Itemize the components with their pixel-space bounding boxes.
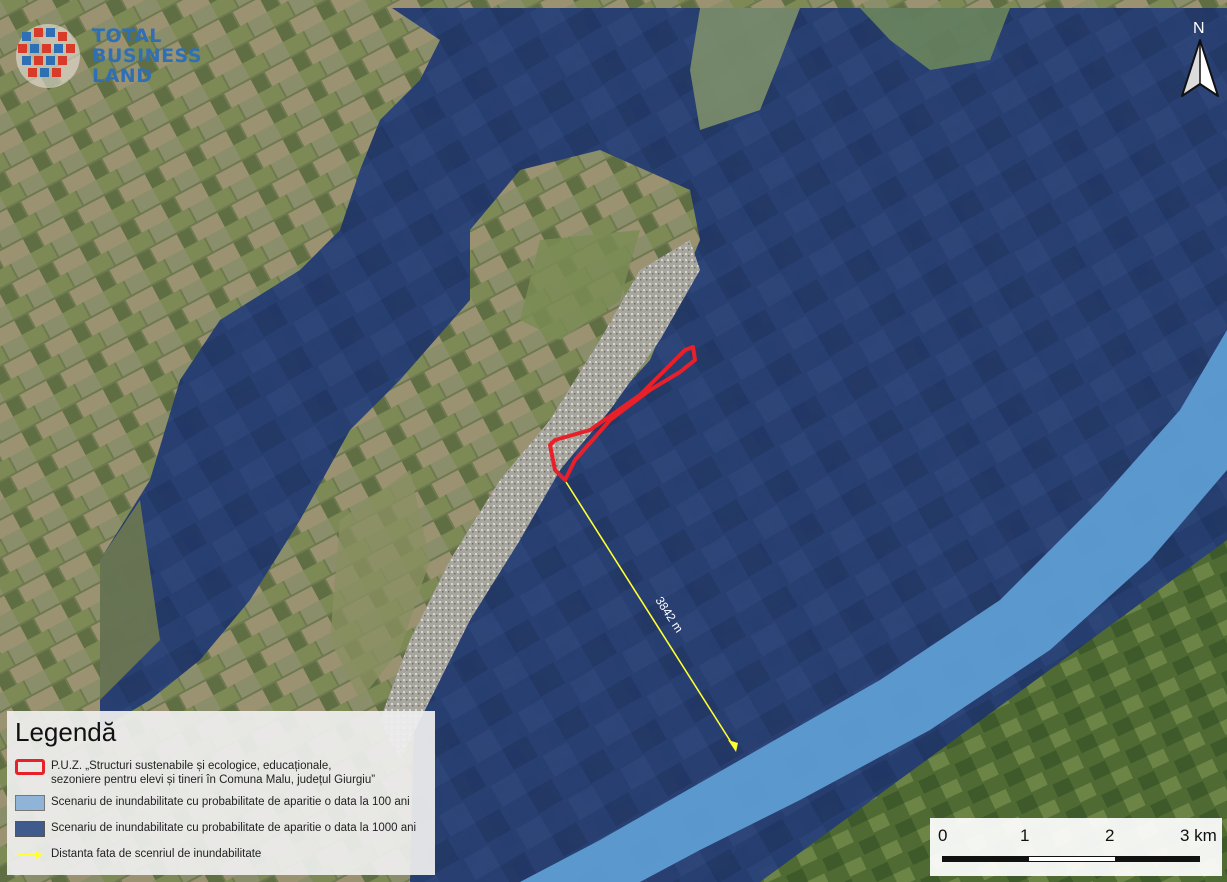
brand-line-2: BUSINESS xyxy=(92,45,203,67)
scale-label-1: 1 xyxy=(1020,826,1030,845)
land-west-strip xyxy=(100,500,160,700)
north-arrow-icon xyxy=(1181,39,1219,97)
village-fields xyxy=(520,230,640,340)
north-label: N xyxy=(1193,20,1205,37)
legend-item-distance: Distanta fata de scenriul de inundabilit… xyxy=(15,847,261,863)
logo-mark-icon xyxy=(16,24,80,88)
flood-zone-100 xyxy=(520,330,1227,882)
scale-track xyxy=(942,856,1200,862)
scale-label-3: 3 km xyxy=(1180,826,1217,845)
legend-title: Legendă xyxy=(15,717,117,747)
legend-label: Distanta fata de scenriul de inundabilit… xyxy=(51,848,262,860)
scale-segment xyxy=(1029,857,1115,861)
puz-outline-swatch-icon xyxy=(15,759,45,775)
scale-bar: 0 1 2 3 km xyxy=(930,818,1222,876)
legend-item-flood-1000: Scenariu de inundabilitate cu probabilit… xyxy=(15,821,416,837)
scale-segment xyxy=(1115,857,1199,861)
map-legend: Legendă P.U.Z. „Structuri sustenabile și… xyxy=(7,711,435,875)
flood-1000-swatch-icon xyxy=(15,821,45,837)
scale-segment xyxy=(943,857,1029,861)
distance-arrowhead xyxy=(728,740,738,752)
puz-outline xyxy=(548,345,697,482)
legend-item-puz: P.U.Z. „Structuri sustenabile și ecologi… xyxy=(15,759,375,787)
brand-line-3: LAND xyxy=(92,65,153,87)
scale-label-2: 2 xyxy=(1105,826,1115,845)
brand-logo xyxy=(8,18,208,90)
legend-item-flood-100: Scenariu de inundabilitate cu probabilit… xyxy=(15,795,410,811)
legend-label: Scenariu de inundabilitate cu probabilit… xyxy=(51,822,417,834)
brand-name: TOTAL BUSINESS LAND xyxy=(92,26,202,86)
flood-100-swatch-icon xyxy=(15,795,45,811)
land-island-ne xyxy=(860,8,1010,70)
legend-label: Scenariu de inundabilitate cu probabilit… xyxy=(51,796,410,808)
distance-arrow-icon xyxy=(18,851,43,859)
settlement-zone xyxy=(380,240,700,760)
land-island-north xyxy=(690,8,800,130)
brand-line-1: TOTAL xyxy=(92,25,162,47)
legend-label: P.U.Z. „Structuri sustenabile și ecologi… xyxy=(51,760,376,786)
distance-line xyxy=(565,481,737,751)
village-fields-south xyxy=(330,470,430,700)
scale-label-0: 0 xyxy=(938,826,948,845)
